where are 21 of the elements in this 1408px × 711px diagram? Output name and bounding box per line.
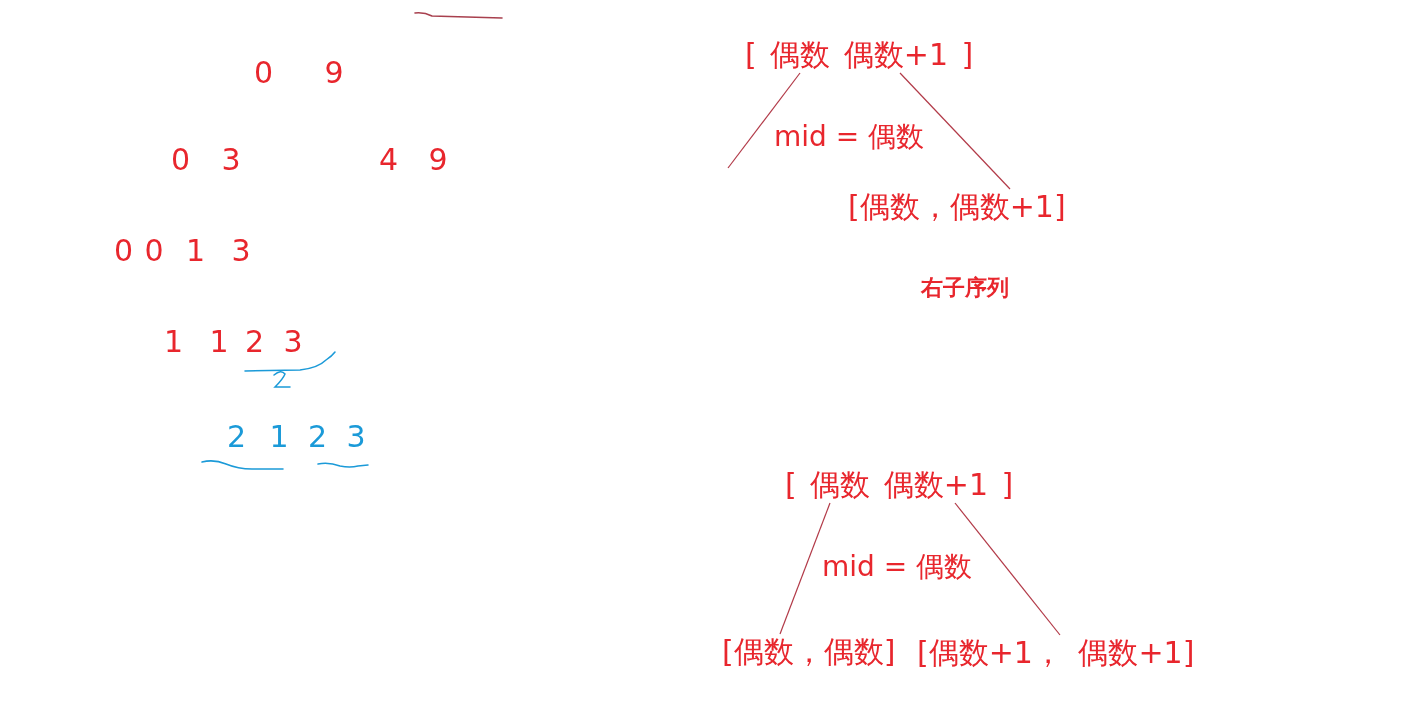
number-pair: 1 3: [186, 233, 251, 269]
number-pair: 4 9: [379, 142, 448, 178]
number-pair: 2 1: [227, 419, 289, 455]
number-pair: 0 0: [114, 233, 164, 269]
interval-text: [偶数，偶数]: [722, 634, 896, 670]
branch-line: [954, 502, 1061, 636]
branch-line: [727, 72, 801, 169]
number-pair: 0 3: [171, 142, 241, 178]
number-pair: 2 3: [245, 324, 303, 360]
number-pair: 2 3: [308, 419, 366, 455]
interval-text: [ 偶数 偶数+1 ]: [785, 467, 1014, 503]
branch-line: [899, 72, 1011, 190]
branch-line: [779, 502, 831, 635]
number-pair: 1 1: [164, 324, 229, 360]
interval-text: [偶数，偶数+1]: [848, 189, 1066, 225]
caption-text: 右子序列: [921, 275, 1009, 301]
formula-text: mid = 偶数: [822, 550, 973, 584]
interval-text: [偶数+1， 偶数+1]: [917, 635, 1195, 671]
formula-text: mid = 偶数: [774, 120, 925, 154]
number-pair: 0 9: [254, 55, 344, 91]
interval-text: [ 偶数 偶数+1 ]: [745, 37, 974, 73]
